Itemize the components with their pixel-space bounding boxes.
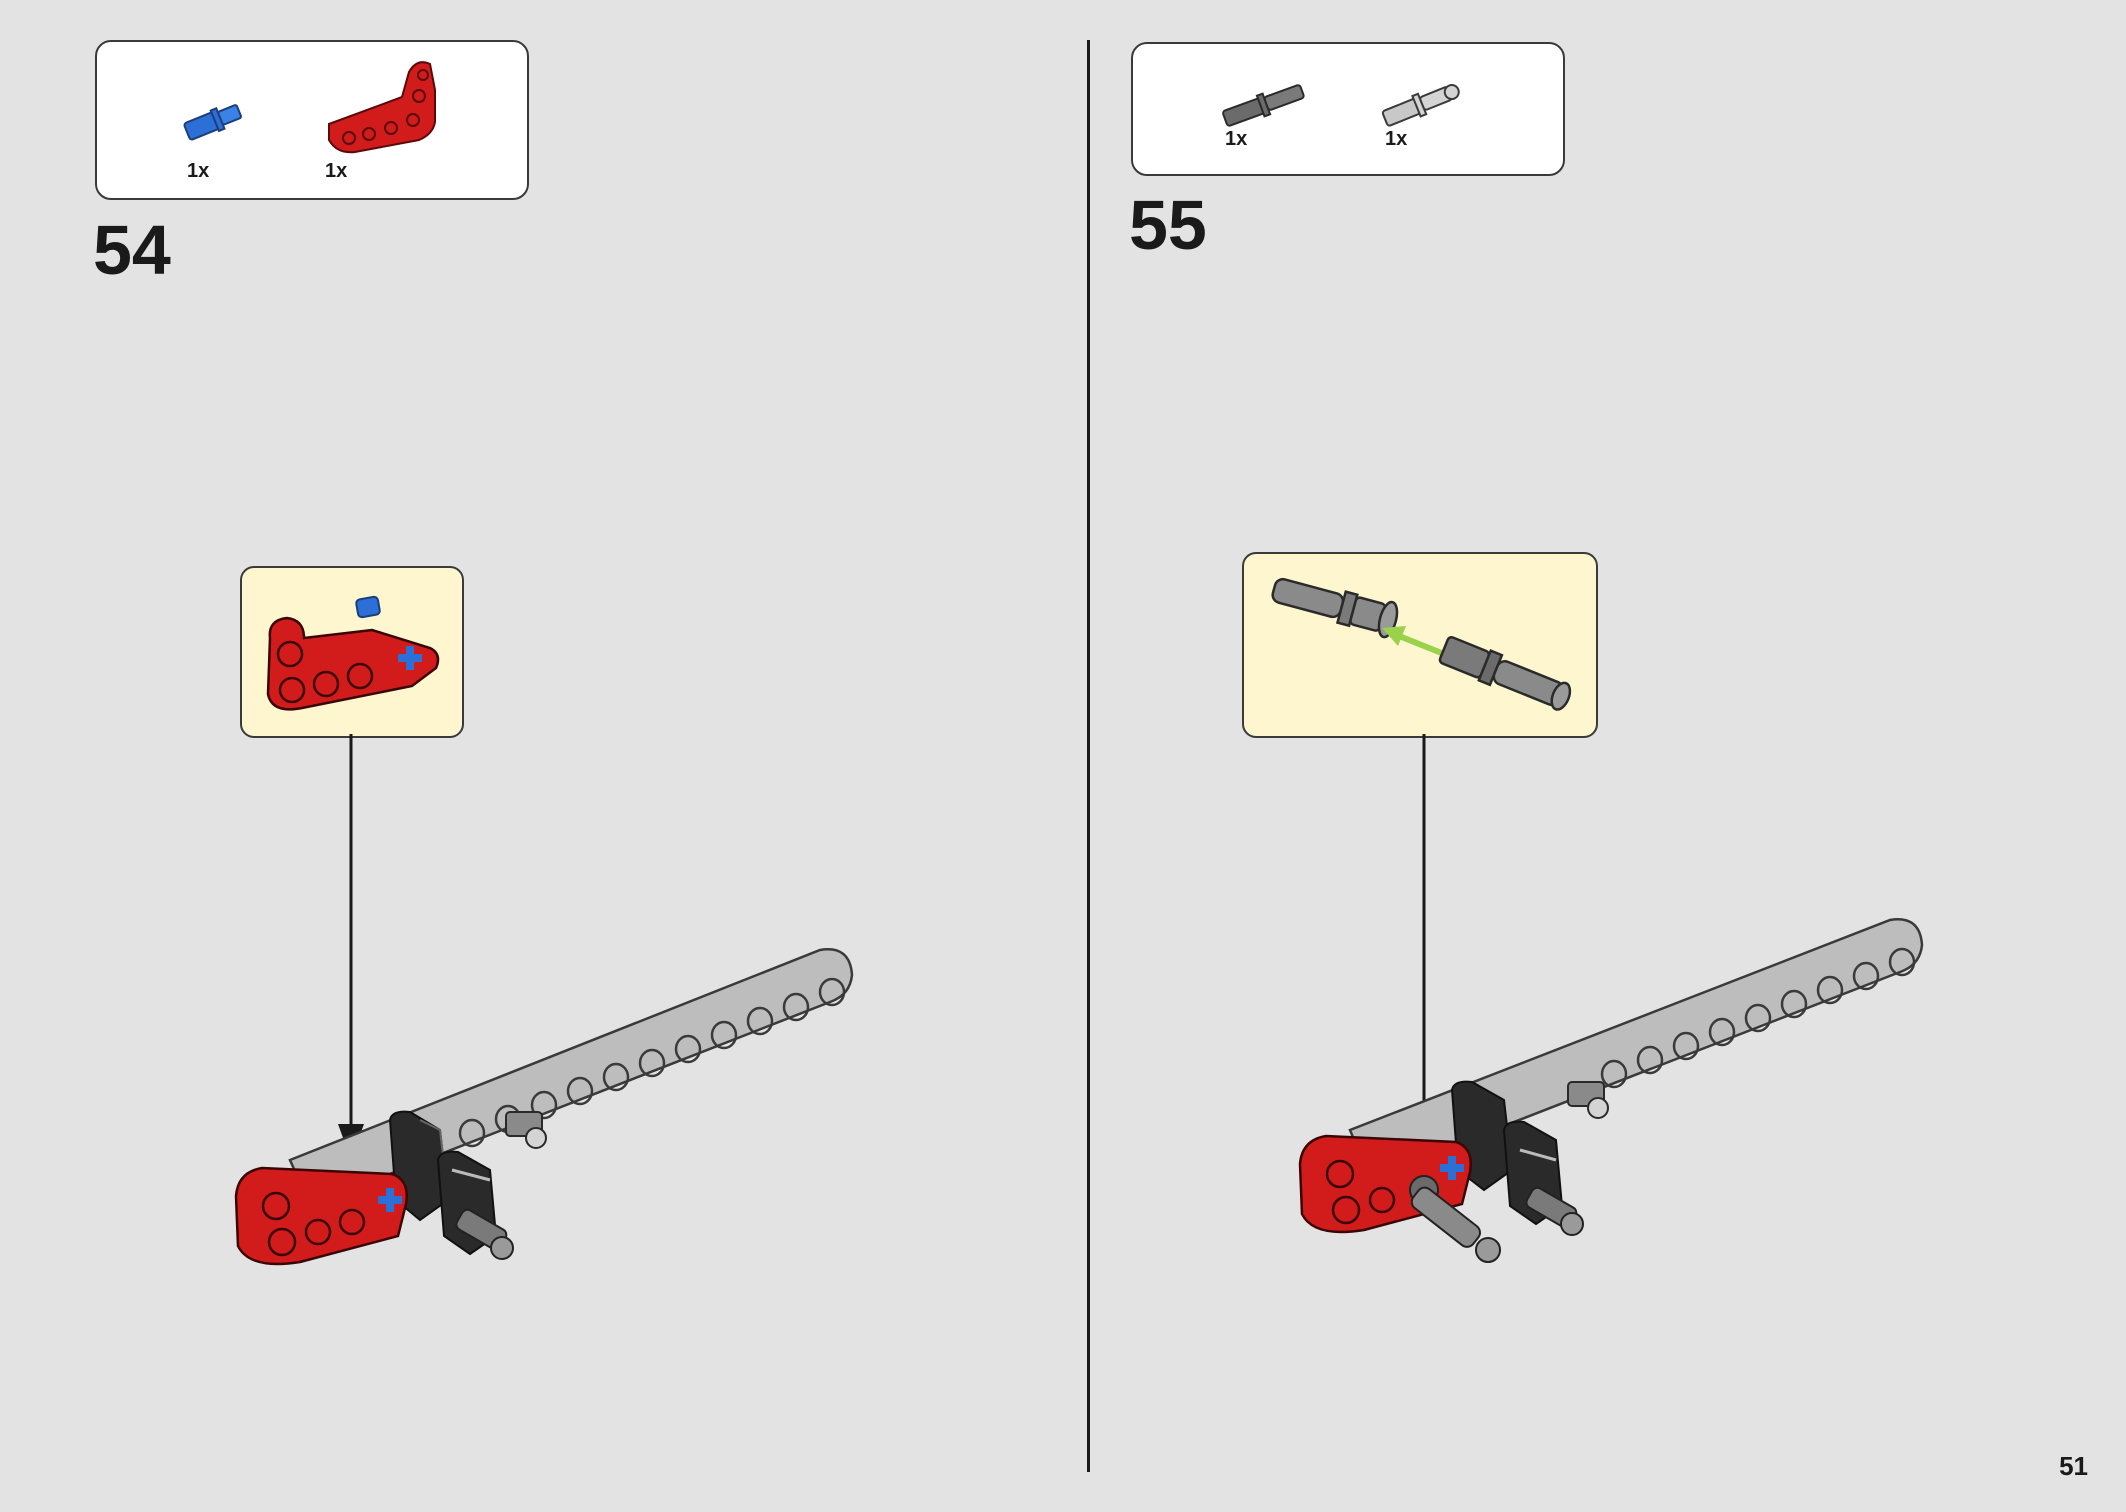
- step-55-part-2-qty: 1x: [1385, 128, 1408, 150]
- light-gray-pin-in-beam: [505, 1111, 547, 1149]
- step-55-assembly: [1298, 734, 1924, 1263]
- light-gray-pin-icon: [1381, 84, 1460, 127]
- light-gray-long-beam: [1348, 918, 1924, 1180]
- red-l-beam-placed: [234, 1166, 408, 1266]
- step-55-parts-art: [1222, 84, 1460, 127]
- blue-axle-pin-icon: [183, 104, 242, 141]
- step-55-number: 55: [1129, 186, 1207, 264]
- dark-gray-axle-pin-icon: [1438, 635, 1572, 711]
- step-55-callout: [1242, 552, 1598, 738]
- dark-gray-axle-pin: [455, 1208, 514, 1260]
- step-54-part-2-qty: 1x: [325, 160, 348, 182]
- step-55-callout-art: [1271, 577, 1572, 711]
- step-54-number: 54: [93, 211, 171, 289]
- new-dark-gray-axle-pin: [1409, 1175, 1501, 1263]
- step-54-callout: [240, 566, 464, 738]
- step-divider: [1087, 40, 1090, 1472]
- red-l-beam-icon: [328, 61, 436, 154]
- light-gray-pin-in-beam: [1567, 1081, 1609, 1119]
- red-l-beam-with-blue-pin-icon: [266, 595, 440, 711]
- dark-gray-axle-pin: [1525, 1186, 1584, 1236]
- step-54-part-1-qty: 1x: [187, 160, 210, 182]
- dark-gray-axle-pin-icon: [1222, 84, 1305, 127]
- dark-gray-axle-pin-icon: [1271, 577, 1399, 639]
- light-gray-long-beam: [288, 948, 854, 1207]
- page-number: 51: [2059, 1451, 2088, 1481]
- step-54-parts-list: 1x 1x: [95, 40, 529, 200]
- step-54-parts-art: [183, 61, 436, 154]
- step-55-parts-list: 1x 1x: [1131, 42, 1565, 176]
- step-55-part-1-qty: 1x: [1225, 128, 1248, 150]
- insert-arrow-icon: [1382, 626, 1446, 657]
- step-54-assembly: [234, 734, 854, 1266]
- step-54-callout-art: [266, 595, 440, 711]
